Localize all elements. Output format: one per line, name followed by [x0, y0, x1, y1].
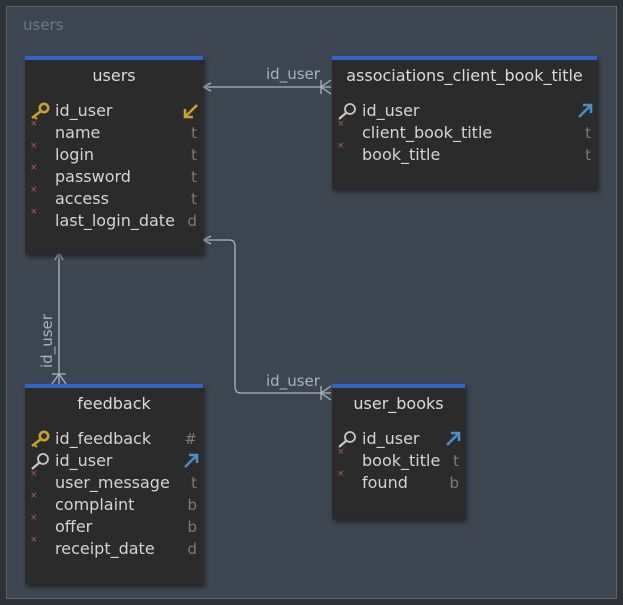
column-row[interactable]: × complaint b [25, 491, 203, 516]
column-type: t [191, 146, 197, 164]
table-title: user_books [353, 394, 444, 413]
column-row[interactable]: × found b [332, 469, 465, 494]
column-row[interactable]: × book_title t [332, 447, 465, 472]
not-null-marker-icon: × [337, 469, 345, 479]
relation-label-feedback-users: id_user [38, 313, 57, 368]
relation-label-userbooks-users: id_user [266, 372, 321, 391]
column-type: t [191, 124, 197, 142]
column-type: t [585, 124, 591, 142]
primary-key-icon [29, 430, 51, 448]
column-name: book_title [362, 451, 441, 470]
column-name: client_book_title [362, 123, 493, 142]
column-name: complaint [55, 495, 135, 514]
relation-feedback-users[interactable] [51, 250, 67, 385]
column-name: found [362, 473, 408, 492]
column-type: t [191, 168, 197, 186]
table-title: users [92, 66, 136, 85]
relation-userbooks-users[interactable] [201, 235, 332, 401]
column-name: offer [55, 517, 93, 536]
table-user-books[interactable]: user_books id_user × book_title t × found b [332, 384, 465, 519]
column-row[interactable]: id_user [25, 450, 203, 472]
not-null-marker-icon: × [30, 469, 38, 479]
column-type: t [191, 474, 197, 492]
column-row[interactable]: × name t [25, 119, 203, 144]
column-name: password [55, 167, 131, 186]
not-null-marker-icon: × [337, 447, 345, 457]
foreign-key-icon [29, 452, 51, 470]
not-null-marker-icon: × [30, 119, 38, 129]
column-type: # [184, 430, 197, 448]
column-row[interactable]: × client_book_title t [332, 119, 597, 144]
column-name: id_feedback [55, 429, 152, 448]
column-type: d [187, 540, 197, 558]
column-row[interactable]: × offer b [25, 513, 203, 538]
table-feedback[interactable]: feedback id_feedback # id_user × user_message… [25, 384, 203, 584]
not-null-marker-icon: × [30, 491, 38, 501]
column-name: id_user [55, 101, 113, 120]
column-row[interactable]: × receipt_date d [25, 535, 203, 560]
not-null-marker-icon: × [30, 141, 38, 151]
relation-assoc-users[interactable] [201, 79, 332, 95]
not-null-marker-icon: × [30, 535, 38, 545]
table-users[interactable]: users id_user × name t × login t × password t × acce… [25, 56, 203, 254]
column-name: name [55, 123, 101, 142]
column-name: receipt_date [55, 539, 155, 558]
column-name: id_user [362, 429, 420, 448]
column-name: book_title [362, 145, 441, 164]
not-null-marker-icon: × [30, 185, 38, 195]
column-type: d [187, 212, 197, 230]
column-row[interactable]: id_feedback # [25, 428, 203, 450]
relation-label-assoc-users: id_user [266, 65, 321, 84]
group-label: users [23, 16, 64, 34]
not-null-marker-icon: × [30, 163, 38, 173]
primary-key-icon [29, 102, 51, 120]
column-name: id_user [55, 451, 113, 470]
relation-arrow-up-icon [181, 451, 201, 471]
foreign-key-icon [336, 430, 358, 448]
not-null-marker-icon: × [30, 513, 38, 523]
not-null-marker-icon: × [30, 207, 38, 217]
column-row[interactable]: × login t [25, 141, 203, 166]
column-row[interactable]: id_user [332, 100, 597, 122]
column-row[interactable]: id_user [332, 428, 465, 450]
relation-arrow-up-icon [575, 101, 595, 121]
table-associations-client-book-title[interactable]: associations_client_book_title id_user × cl… [332, 56, 597, 189]
column-row[interactable]: × book_title t [332, 141, 597, 166]
column-name: last_login_date [55, 211, 175, 230]
table-title: associations_client_book_title [346, 66, 583, 85]
column-row[interactable]: × password t [25, 163, 203, 188]
column-type: b [449, 474, 459, 492]
column-row[interactable]: × user_message t [25, 469, 203, 494]
column-row[interactable]: × access t [25, 185, 203, 210]
not-null-marker-icon: × [337, 141, 345, 151]
table-title: feedback [77, 394, 151, 413]
column-name: id_user [362, 101, 420, 120]
column-row[interactable]: × last_login_date d [25, 207, 203, 232]
column-name: user_message [55, 473, 170, 492]
column-type: t [453, 452, 459, 470]
column-name: access [55, 189, 109, 208]
relation-arrow-down-icon [181, 101, 201, 121]
not-null-marker-icon: × [337, 119, 345, 129]
relation-arrow-up-icon [443, 429, 463, 449]
column-type: t [191, 190, 197, 208]
column-type: b [187, 518, 197, 536]
column-row[interactable]: id_user [25, 100, 203, 122]
column-type: b [187, 496, 197, 514]
column-name: login [55, 145, 94, 164]
column-type: t [585, 146, 591, 164]
foreign-key-icon [336, 102, 358, 120]
